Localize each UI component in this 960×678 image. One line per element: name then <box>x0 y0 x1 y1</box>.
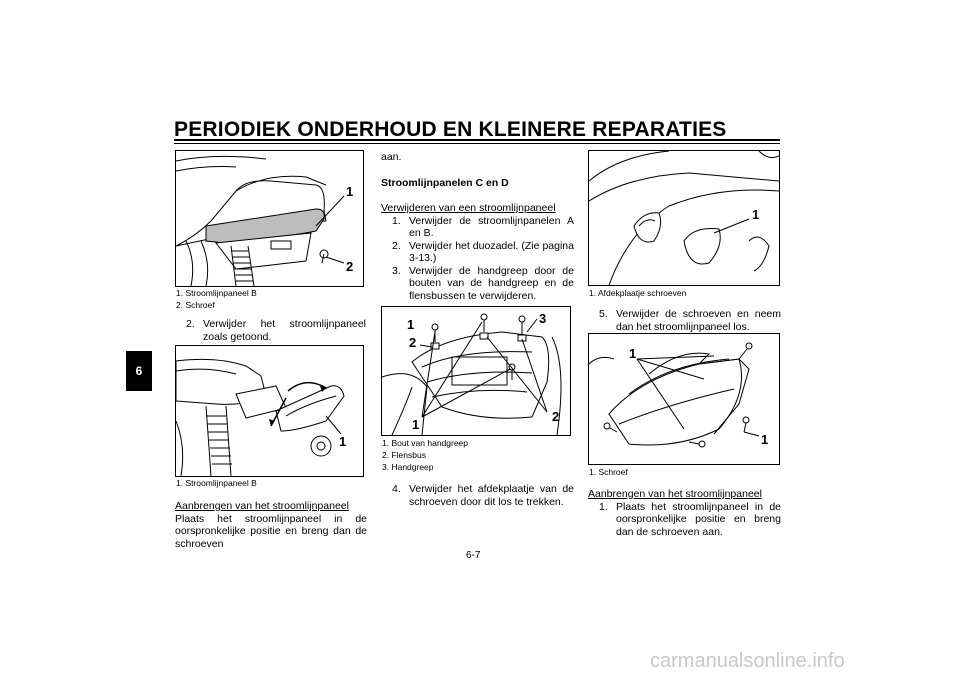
figure-panel-b-screw: 1 2 <box>175 150 364 287</box>
callout-2: 2 <box>409 335 416 350</box>
step-2: 2.Verwijder het stroomlijnpaneel zoals g… <box>186 318 366 343</box>
callout-1: 1 <box>407 317 414 332</box>
header-rule <box>174 139 780 141</box>
callout-1: 1 <box>761 432 768 447</box>
illustration-remove-panel: 1 <box>176 358 346 476</box>
figure-caption: 1. Bout van handgreep 2. Flensbus 3. Han… <box>382 438 469 472</box>
install-section: Aanbrengen van het stroomlijnpaneel Plaa… <box>175 500 367 550</box>
illustration-panel-b: 1 2 <box>176 155 353 286</box>
figure-remove-panel-b: 1 <box>175 345 364 477</box>
figure-panel-screws: 1 1 1 <box>588 333 780 465</box>
figure-caption: 1. Schroef <box>589 467 628 477</box>
header-rule-thin <box>174 143 780 144</box>
illustration-cover: 1 <box>589 151 779 285</box>
install-section-cd: Aanbrengen van het stroomlijnpaneel 1.Pl… <box>588 488 781 538</box>
illustration-panel-screws: 1 1 1 <box>589 342 768 448</box>
figure-screw-cover: 1 <box>588 150 780 286</box>
callout-2: 2 <box>346 259 353 274</box>
illustration-handle: 1 2 3 1 2 <box>382 311 562 435</box>
chapter-tab: 6 <box>126 351 152 391</box>
step-5: 5.Verwijder de schroeven en neem dan het… <box>599 308 781 333</box>
page-number: 6-7 <box>466 550 481 561</box>
callout-1: 1 <box>752 207 759 222</box>
figure-caption: 1. Afdekplaatje schroeven <box>589 288 687 298</box>
step-4: 4.Verwijder het afdekplaatje van de schr… <box>392 483 574 508</box>
callout-3: 3 <box>539 311 546 326</box>
callout-2: 2 <box>552 409 559 424</box>
figure-handle-bolts: 1 2 3 1 2 <box>381 306 571 436</box>
page-title: PERIODIEK ONDERHOUD EN KLEINERE REPARATI… <box>174 118 727 141</box>
watermark: carmanualsonline.info <box>650 650 845 672</box>
figure-caption: 1. Stroomlijnpaneel B 2. Schroef <box>176 288 257 310</box>
callout-1: 1 <box>339 434 346 449</box>
callout-1: 1 <box>346 184 353 199</box>
figure-caption: 1. Stroomlijnpaneel B <box>176 478 257 488</box>
column-2-text: aan. Stroomlijnpanelen C en D Verwijdere… <box>381 151 574 302</box>
callout-1: 1 <box>412 417 419 432</box>
callout-1: 1 <box>629 346 636 361</box>
